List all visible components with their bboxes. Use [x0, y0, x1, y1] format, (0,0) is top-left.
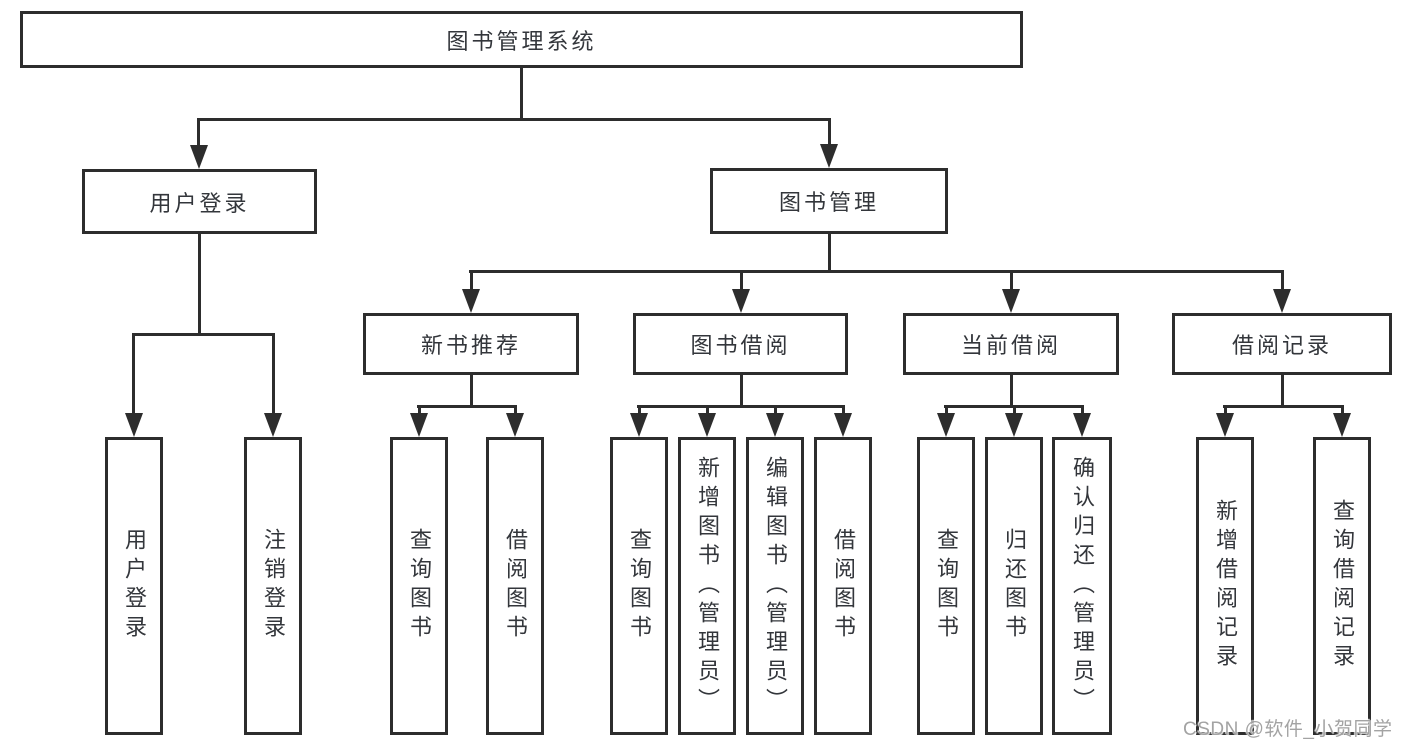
- connector-line: [197, 118, 200, 147]
- connector-line: [469, 270, 1284, 273]
- connector-line: [132, 333, 135, 415]
- connector-line: [1341, 405, 1344, 417]
- connector-line: [1281, 270, 1284, 291]
- node-label: 查询图书: [627, 528, 652, 644]
- node-label: 借阅记录: [1231, 333, 1332, 358]
- node-book-management: 图书管理: [710, 168, 948, 234]
- connector-line: [1010, 270, 1013, 291]
- leaf-add-books-admin: 新增图书（管理员）: [678, 437, 736, 735]
- node-label: 查询借阅记录: [1330, 499, 1355, 673]
- arrowhead-down-icon: [1273, 289, 1291, 313]
- node-library-management-system: 图书管理系统: [20, 11, 1023, 68]
- node-label: 编辑图书（管理员）: [763, 455, 788, 717]
- connector-line: [520, 68, 523, 120]
- node-label: 查询图书: [407, 528, 432, 644]
- node-label: 当前借阅: [960, 333, 1061, 358]
- arrowhead-down-icon: [630, 413, 648, 437]
- csdn-watermark: CSDN @软件_小贺同学: [1183, 719, 1393, 740]
- node-label: 新书推荐: [420, 333, 521, 358]
- connector-line: [740, 375, 743, 408]
- leaf-edit-books-admin: 编辑图书（管理员）: [746, 437, 804, 735]
- node-label: 注销登录: [261, 528, 286, 644]
- leaf-query-books-borrowing: 查询图书: [610, 437, 668, 735]
- connector-line: [1081, 405, 1084, 417]
- connector-line: [1281, 375, 1284, 408]
- arrowhead-down-icon: [937, 413, 955, 437]
- node-label: 借阅图书: [831, 528, 856, 644]
- arrowhead-down-icon: [506, 413, 524, 437]
- node-label: 新增图书（管理员）: [695, 455, 720, 717]
- leaf-query-borrow-record: 查询借阅记录: [1313, 437, 1371, 735]
- connector-line: [637, 405, 845, 408]
- connector-line: [198, 234, 201, 336]
- node-label: 图书管理: [778, 190, 879, 215]
- connector-line: [514, 405, 517, 417]
- node-label: 新增借阅记录: [1213, 499, 1238, 673]
- node-label: 图书管理系统: [446, 28, 597, 54]
- connector-line: [197, 118, 831, 121]
- connector-line: [470, 375, 473, 408]
- connector-line: [418, 405, 421, 417]
- connector-line: [417, 405, 517, 408]
- connector-line: [945, 405, 948, 417]
- arrowhead-down-icon: [1333, 413, 1351, 437]
- node-label: 确认归还（管理员）: [1070, 455, 1095, 717]
- connector-line: [1223, 405, 1344, 408]
- leaf-confirm-return-admin: 确认归还（管理员）: [1052, 437, 1112, 735]
- node-borrowing-records: 借阅记录: [1172, 313, 1392, 375]
- connector-line: [774, 405, 777, 417]
- node-user-login: 用户登录: [82, 169, 317, 234]
- leaf-user-login: 用户登录: [105, 437, 163, 735]
- connector-line: [740, 270, 743, 291]
- arrowhead-down-icon: [1216, 413, 1234, 437]
- arrowhead-down-icon: [410, 413, 428, 437]
- connector-line: [470, 270, 473, 291]
- leaf-logout: 注销登录: [244, 437, 302, 735]
- node-new-book-recommend: 新书推荐: [363, 313, 579, 375]
- connector-line: [1010, 375, 1013, 408]
- arrowhead-down-icon: [766, 413, 784, 437]
- connector-line: [638, 405, 641, 417]
- arrowhead-down-icon: [1002, 289, 1020, 313]
- leaf-return-books: 归还图书: [985, 437, 1043, 735]
- arrowhead-down-icon: [190, 145, 208, 169]
- node-current-borrowing: 当前借阅: [903, 313, 1119, 375]
- arrowhead-down-icon: [1073, 413, 1091, 437]
- arrowhead-down-icon: [698, 413, 716, 437]
- node-label: 查询图书: [934, 528, 959, 644]
- arrowhead-down-icon: [834, 413, 852, 437]
- leaf-query-books-recommend: 查询图书: [390, 437, 448, 735]
- arrowhead-down-icon: [462, 289, 480, 313]
- arrowhead-down-icon: [1005, 413, 1023, 437]
- arrowhead-down-icon: [125, 413, 143, 437]
- node-label: 图书借阅: [690, 333, 791, 358]
- connector-line: [132, 333, 275, 336]
- leaf-add-borrow-record: 新增借阅记录: [1196, 437, 1254, 735]
- arrowhead-down-icon: [820, 144, 838, 168]
- node-label: 用户登录: [149, 190, 250, 216]
- connector-line: [706, 405, 709, 417]
- leaf-borrow-books-recommend: 借阅图书: [486, 437, 544, 735]
- leaf-borrow-books: 借阅图书: [814, 437, 872, 735]
- connector-line: [1013, 405, 1016, 417]
- node-label: 用户登录: [122, 528, 147, 644]
- node-label: 归还图书: [1002, 528, 1027, 644]
- connector-line: [842, 405, 845, 417]
- arrowhead-down-icon: [264, 413, 282, 437]
- connector-line: [1224, 405, 1227, 417]
- node-book-borrowing: 图书借阅: [633, 313, 848, 375]
- connector-line: [828, 234, 831, 273]
- connector-line: [272, 333, 275, 415]
- leaf-query-books-current: 查询图书: [917, 437, 975, 735]
- node-label: 借阅图书: [503, 528, 528, 644]
- connector-line: [828, 118, 831, 146]
- arrowhead-down-icon: [732, 289, 750, 313]
